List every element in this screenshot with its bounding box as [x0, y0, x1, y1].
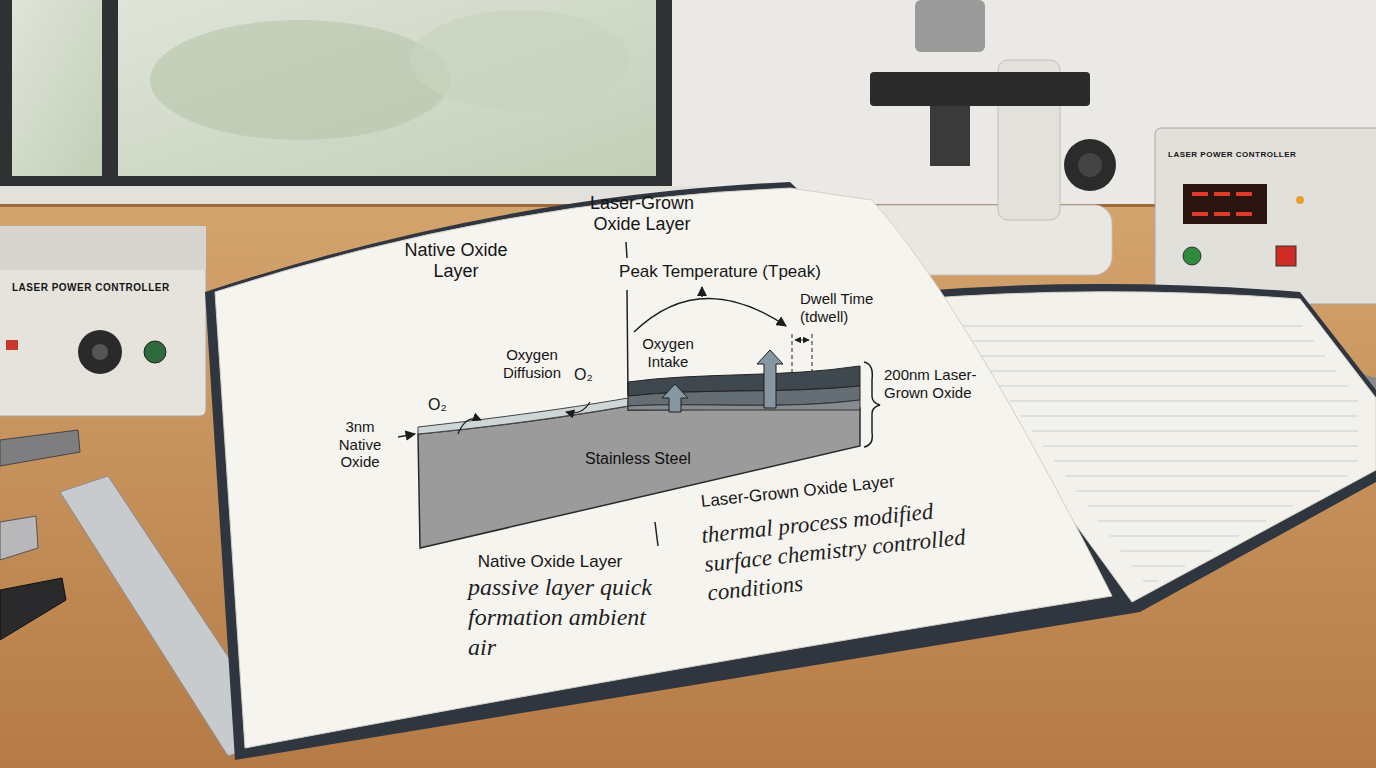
ruled-line: [1087, 506, 1293, 507]
laser-power-controller: [0, 226, 206, 416]
ruled-line: [1132, 566, 1185, 567]
ruled-line: [1054, 461, 1358, 462]
oxygen-symbol: O₂: [574, 366, 604, 385]
ruled-line: [1032, 431, 1358, 432]
ruled-line: [1099, 521, 1267, 522]
handwritten-note: passive layer quick formation ambient ai…: [468, 572, 653, 662]
laser-power-controller: [1155, 128, 1376, 304]
ruled-line: [999, 386, 1348, 387]
process-label: Oxygen Diffusion: [493, 346, 571, 381]
oxygen-symbol: O₂: [428, 396, 458, 415]
parameter-label: Peak Temperature (Tpeak): [590, 262, 850, 282]
section-heading: Laser-Grown Oxide Layer: [572, 193, 712, 235]
ruled-line: [1076, 491, 1320, 492]
ruled-line: [954, 326, 1302, 327]
device-label: LASER POWER CONTROLLER: [12, 282, 192, 294]
oxide-diagram: [398, 242, 880, 548]
section-caption: Native Oxide Layer: [450, 552, 650, 572]
device-label: LASER POWER CONTROLLER: [1168, 150, 1358, 159]
material-label: Stainless Steel: [585, 450, 691, 468]
ruled-line: [1121, 551, 1212, 552]
ruled-line: [1043, 446, 1358, 447]
dimension-label: 200nm Laser-Grown Oxide: [884, 366, 984, 401]
steel-block: Stainless Steel: [418, 390, 860, 548]
ruled-line: [1065, 476, 1347, 477]
section-heading: Native Oxide Layer: [400, 240, 512, 282]
window: [0, 0, 700, 206]
parameter-label: Dwell Time (tdwell): [800, 290, 892, 325]
ruled-line: [1021, 416, 1358, 417]
handwritten-note: thermal process modified surface chemist…: [700, 491, 1007, 608]
pens: [0, 430, 80, 640]
notebook-page: [215, 188, 1112, 748]
ruled-line: [976, 356, 1325, 357]
ruled-line: [1143, 581, 1158, 582]
ruled-line: [965, 341, 1314, 342]
ruled-line: [1010, 401, 1358, 402]
dimension-label: 3nm Native Oxide: [325, 418, 395, 471]
notebook-cover: [205, 182, 1376, 760]
ruled-line: [1110, 536, 1240, 537]
process-label: Oxygen Intake: [630, 335, 706, 370]
ruled-line: [988, 371, 1337, 372]
